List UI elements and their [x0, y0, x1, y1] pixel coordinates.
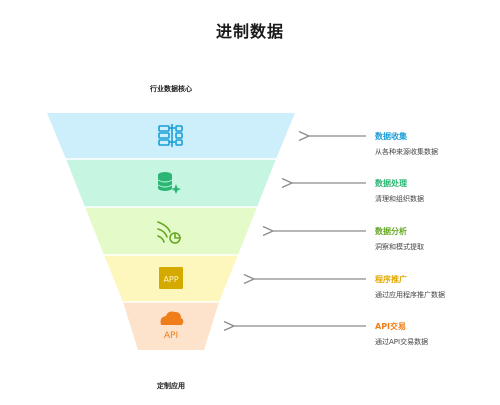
diagram-title: 进制数据 [215, 22, 284, 41]
tier-2-desc: 清理和组织数据 [375, 195, 424, 203]
app-icon-text: APP [163, 275, 178, 284]
cloud-api-icon: API [160, 311, 184, 341]
tier-5-desc: 通过API交易数据 [375, 338, 429, 346]
tier-3-label: 数据分析 洞察和模式提取 [375, 226, 424, 252]
api-icon-text: API [164, 331, 178, 341]
funnel-tier-5 [123, 302, 219, 350]
tier-4-label: 程序推广 通过应用程序推广数据 [375, 274, 445, 300]
tier-4-title: 程序推广 [375, 275, 407, 284]
server-nodes-icon [158, 124, 183, 147]
tier-2-label: 数据处理 清理和组织数据 [375, 178, 424, 204]
tier-1-label: 数据收集 从各种来源收集数据 [375, 131, 438, 157]
funnel-bottom-label: 定制应用 [157, 382, 185, 390]
database-sparkle-icon [157, 172, 181, 194]
tier-1-desc: 从各种来源收集数据 [375, 148, 438, 156]
tier-5-title: API交易 [375, 322, 407, 331]
app-icon: APP [159, 267, 183, 289]
funnel-top-label: 行业数据核心 [150, 85, 192, 93]
tier-5-label: API交易 通过API交易数据 [375, 321, 428, 347]
tier-3-desc: 洞察和模式提取 [375, 243, 424, 251]
tier-3-title: 数据分析 [375, 227, 407, 236]
analysis-chart-icon [157, 221, 181, 244]
tier-4-desc: 通过应用程序推广数据 [375, 291, 445, 299]
tier-2-title: 数据处理 [375, 179, 407, 188]
funnel-tier-3 [85, 207, 257, 255]
tier-1-title: 数据收集 [375, 132, 407, 141]
funnel-tier-1 [47, 113, 295, 159]
